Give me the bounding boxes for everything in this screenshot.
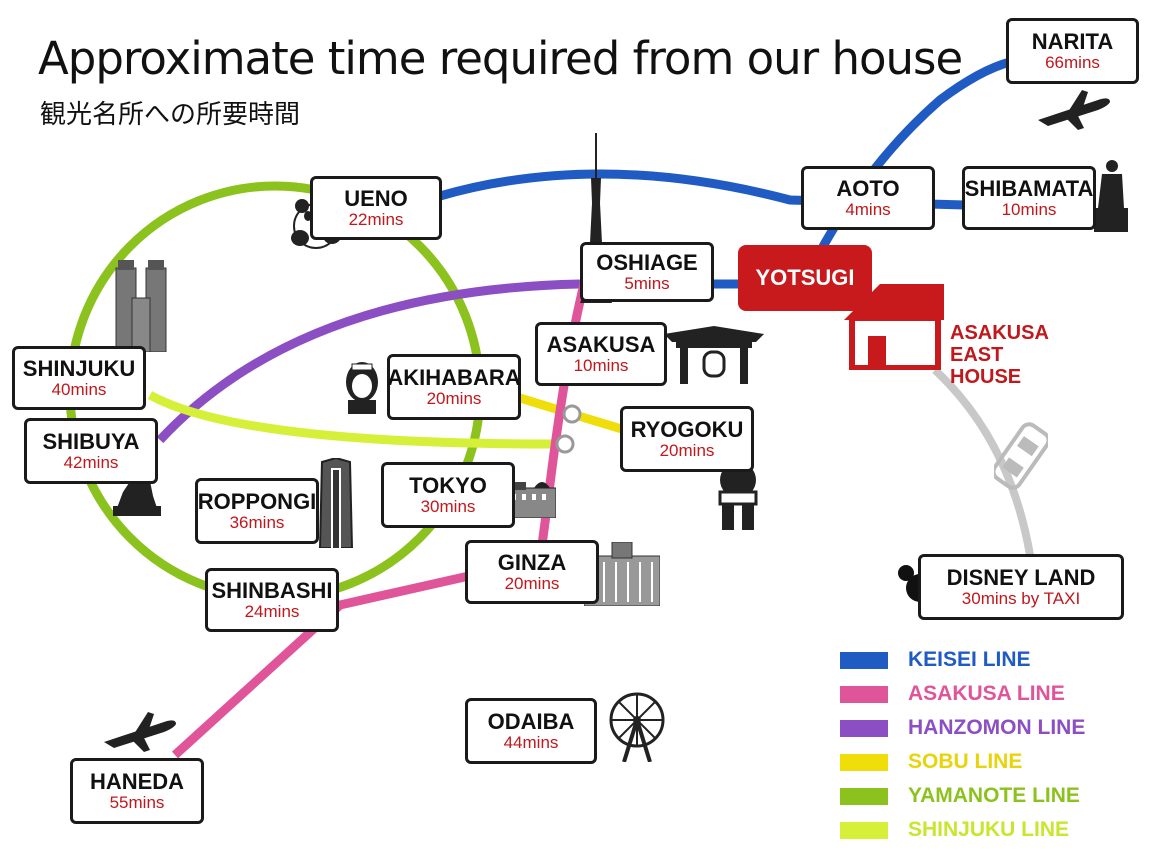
station-name: SHIBAMATA [964,175,1094,201]
travel-time: 4mins [845,199,891,219]
page-title: Approximate time required from our house [38,32,963,85]
travel-time: 20mins [426,388,482,408]
station-name: ODAIBA [487,708,575,734]
station-name: RYOGOKU [630,416,744,442]
station-name: SHINJUKU [22,355,136,381]
travel-time: 22mins [348,209,404,229]
legend-label: HANZOMON LINE [908,716,1086,739]
station-disneyland[interactable]: DISNEY LAND 30mins by TAXI [918,554,1124,620]
station-name: AKIHABARA [387,364,521,390]
legend-item-keisei: KEISEI LINE [840,643,1085,677]
station-asakusa[interactable]: ASAKUSA 10mins [535,322,667,386]
station-name: NARITA [1031,28,1114,54]
station-shibamata[interactable]: SHIBAMATA 10mins [962,166,1096,230]
station-roppongi[interactable]: ROPPONGI 36mins [195,478,319,544]
station-name: SHIBUYA [42,428,140,454]
station-name: TOKYO [409,472,487,498]
station-name: UENO [344,185,408,211]
airplane-icon [104,712,176,752]
station-name: SHINBASHI [211,577,333,603]
government-building-icon [115,260,167,352]
legend-item-shinjuku: SHINJUKU LINE [840,813,1085,847]
house-icon [844,284,944,370]
travel-time: 10mins [1001,199,1057,219]
hanzomon-line [156,279,581,444]
station-aoto[interactable]: AOTO 4mins [801,166,935,230]
travel-time: 20mins [659,440,715,460]
house-label-line1: ASAKUSA EAST [950,322,1049,366]
station-name: HANEDA [89,768,185,794]
taxi-icon [994,422,1048,490]
station-ryogoku[interactable]: RYOGOKU 20mins [620,406,754,472]
travel-time: 30mins [420,496,476,516]
transfer-circle [555,434,575,454]
station-akihabara[interactable]: AKIHABARA 20mins [387,354,521,420]
travel-time: 10mins [573,355,629,375]
travel-time: 42mins [63,452,119,472]
maid-icon [346,362,378,414]
roppongi-tower-icon [318,458,354,548]
shinjuku-line [147,391,566,449]
statue-icon [1094,160,1128,232]
house-label: ASAKUSA EAST HOUSE [950,322,1100,388]
station-narita[interactable]: NARITA 66mins [1006,18,1139,84]
station-name: DISNEY LAND [946,564,1096,590]
legend-label: KEISEI LINE [908,648,1031,671]
legend-label: SOBU LINE [908,750,1023,773]
house-label-line2: HOUSE [950,366,1022,388]
station-shibuya[interactable]: SHIBUYA 42mins [24,418,158,484]
legend-swatch [840,753,888,771]
transfer-circle [562,404,582,424]
station-name: ASAKUSA [546,331,656,357]
station-name: AOTO [836,175,900,201]
travel-time: 24mins [244,601,300,621]
travel-time: 40mins [51,379,107,399]
legend-swatch [840,685,888,703]
travel-time: 44mins [503,732,559,752]
legend-item-asakusa: ASAKUSA LINE [840,677,1085,711]
station-shinbashi[interactable]: SHINBASHI 24mins [205,568,339,632]
station-haneda[interactable]: HANEDA 55mins [70,758,204,824]
travel-time: 20mins [504,573,560,593]
station-name: OSHIAGE [596,249,698,275]
legend-swatch [840,719,888,737]
legend-label: ASAKUSA LINE [908,682,1065,705]
legend-item-hanzomon: HANZOMON LINE [840,711,1085,745]
home-station-yotsugi[interactable]: YOTSUGI [738,245,872,311]
kaminarimon-gate-icon [664,326,764,384]
station-odaiba[interactable]: ODAIBA 44mins [465,698,597,764]
airplane-icon [1038,90,1110,130]
station-shinjuku[interactable]: SHINJUKU 40mins [12,346,146,410]
keisei-line [438,169,1001,211]
legend-swatch [840,651,888,669]
taxi-route [932,367,1034,556]
page-subtitle: 観光名所への所要時間 [40,100,301,130]
station-name: GINZA [497,549,567,575]
legend-label: SHINJUKU LINE [908,818,1070,841]
legend-swatch [840,787,888,805]
station-name: ROPPONGI [197,488,317,514]
legend-item-sobu: SOBU LINE [840,745,1085,779]
station-tokyo[interactable]: TOKYO 30mins [381,462,515,528]
travel-time: 30mins by TAXI [961,588,1081,608]
travel-time: 55mins [109,792,165,812]
legend-item-yamanote: YAMANOTE LINE [840,779,1085,813]
ferris-wheel-icon [609,692,665,762]
line-legend: KEISEI LINE ASAKUSA LINE HANZOMON LINE S… [840,643,1085,847]
legend-swatch [840,821,888,839]
station-ueno[interactable]: UENO 22mins [310,176,442,240]
travel-time: 5mins [624,273,670,293]
travel-time: 36mins [229,512,285,532]
travel-time: 66mins [1045,52,1100,72]
legend-label: YAMANOTE LINE [908,784,1080,807]
station-ginza[interactable]: GINZA 20mins [465,540,599,604]
station-oshiage[interactable]: OSHIAGE 5mins [580,242,714,302]
